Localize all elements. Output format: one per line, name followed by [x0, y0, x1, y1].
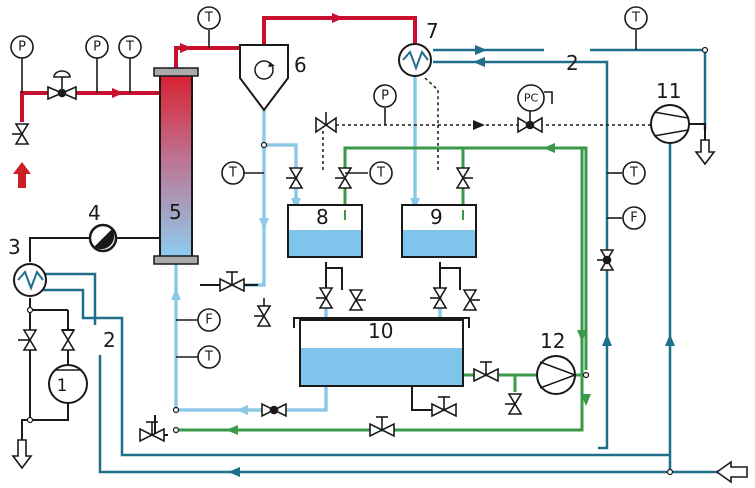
tank10-drain-valve[interactable]	[431, 396, 457, 418]
label-4: 4	[88, 201, 101, 225]
temperature-indicator-vapor: T	[204, 11, 213, 26]
temperature-indicator-return: T	[629, 166, 638, 181]
cooling-flow-arrow	[228, 467, 240, 477]
pump12-bypass-valve[interactable]	[505, 393, 523, 415]
recycle-flow-arrow	[577, 330, 587, 342]
tank8-recycle-valve[interactable]	[335, 167, 353, 189]
tank9-outlet-valve[interactable]	[430, 287, 448, 309]
label-6: 6	[294, 53, 307, 77]
label-7: 7	[426, 19, 439, 43]
pump1-discharge-valve[interactable]	[60, 322, 76, 351]
label-3: 3	[8, 235, 21, 259]
temperature-indicator-feed: T	[125, 40, 134, 55]
pump-4	[88, 223, 118, 253]
label-2-right: 2	[566, 51, 579, 75]
tank9-recycle-valve[interactable]	[455, 167, 473, 189]
vacuum-pump-11	[650, 104, 690, 144]
condensate-flow-arrow	[236, 405, 248, 415]
tank8-drain-valve[interactable]	[348, 289, 366, 311]
pump-12	[536, 355, 576, 395]
flow-indicator-reflux: F	[205, 313, 212, 328]
hot-flow-arrow	[180, 43, 192, 53]
label-1: 1	[57, 376, 68, 396]
column-bottom-valve[interactable]	[139, 421, 165, 443]
pressure-controller: PC	[524, 92, 539, 105]
pressure-indicator-line: P	[93, 40, 101, 55]
cyclone-separator	[239, 44, 289, 112]
column-drain-valve[interactable]	[219, 271, 245, 293]
label-11: 11	[656, 79, 681, 103]
junction-dots	[26, 46, 709, 476]
label-9: 9	[430, 205, 443, 229]
cooling-flow-arrow	[475, 45, 487, 55]
red-feed-arrow	[13, 162, 31, 188]
pressure-indicator-feed: P	[18, 40, 26, 55]
cooling-water-valve[interactable]	[597, 249, 615, 271]
signal-arrow	[473, 120, 485, 130]
tank9-drain-valve[interactable]	[462, 289, 480, 311]
outlet-arrow-left	[11, 439, 33, 470]
feed-heat-exchanger	[13, 263, 47, 297]
instrument-tags: P P T T T P T F T T T F PC	[18, 11, 640, 365]
spray-nozzles	[344, 210, 464, 220]
feed-inlet-valve[interactable]	[12, 123, 30, 145]
instrument-bubbles	[10, 6, 648, 369]
label-2-left: 2	[103, 328, 116, 352]
feed-control-valve[interactable]	[47, 70, 77, 101]
recycle-pipes	[176, 146, 588, 432]
label-12: 12	[540, 329, 565, 353]
distillation-column	[153, 67, 199, 265]
outlet-arrow-vacuum	[694, 139, 716, 166]
tank8-outlet-valve[interactable]	[316, 287, 334, 309]
inlet-arrow-cooling	[715, 460, 748, 484]
temperature-indicator-condensate: T	[228, 166, 237, 181]
label-8: 8	[316, 205, 329, 229]
recycle-flow-arrow	[226, 425, 238, 435]
tank8-inlet-valve[interactable]	[286, 167, 304, 189]
hot-pipes	[20, 16, 417, 122]
recycle-flow-arrow	[581, 394, 591, 406]
pump12-suction-valve[interactable]	[473, 361, 499, 383]
temperature-indicator-cooling: T	[631, 11, 640, 26]
receiver-tank-8	[287, 204, 363, 258]
cooling-pipes	[35, 48, 745, 474]
cooling-flow-arrow	[665, 334, 675, 346]
temperature-indicator-reflux: T	[204, 350, 213, 365]
vacuum-exhaust-line	[689, 123, 706, 140]
condensate-flow-arrow	[259, 218, 269, 230]
signal-lines	[322, 77, 655, 170]
reflux-valve[interactable]	[261, 402, 287, 418]
pump-1	[48, 364, 88, 404]
recycle-flow-arrow	[543, 143, 555, 153]
column-vent-valve[interactable]	[254, 298, 272, 327]
cooling-flow-arrow	[602, 334, 612, 346]
hot-arrows	[112, 13, 344, 98]
recycle-return-valve[interactable]	[369, 416, 395, 438]
cooling-flow-arrow	[473, 57, 485, 67]
temperature-indicator-distillate: T	[376, 166, 385, 181]
hot-flow-arrow	[112, 88, 124, 98]
label-10: 10	[368, 319, 393, 343]
collection-tank-10	[293, 317, 470, 387]
pressure-indicator-vacuum: P	[381, 89, 389, 104]
valves	[12, 70, 615, 443]
recycle-arrows	[226, 143, 591, 435]
pump1-suction-valve[interactable]	[18, 329, 38, 351]
condensate-flow-arrow	[171, 288, 181, 300]
condenser-heat-exchanger	[398, 43, 432, 77]
cooling-arrows	[228, 45, 675, 477]
vacuum-line-valve[interactable]	[315, 112, 337, 134]
flow-indicator-return: F	[630, 211, 637, 226]
label-5: 5	[169, 200, 182, 224]
hot-flow-arrow	[332, 13, 344, 23]
equipment-numbers: 1 2 2 3 4 5 6 7 8 9 10 11 12	[8, 19, 681, 396]
